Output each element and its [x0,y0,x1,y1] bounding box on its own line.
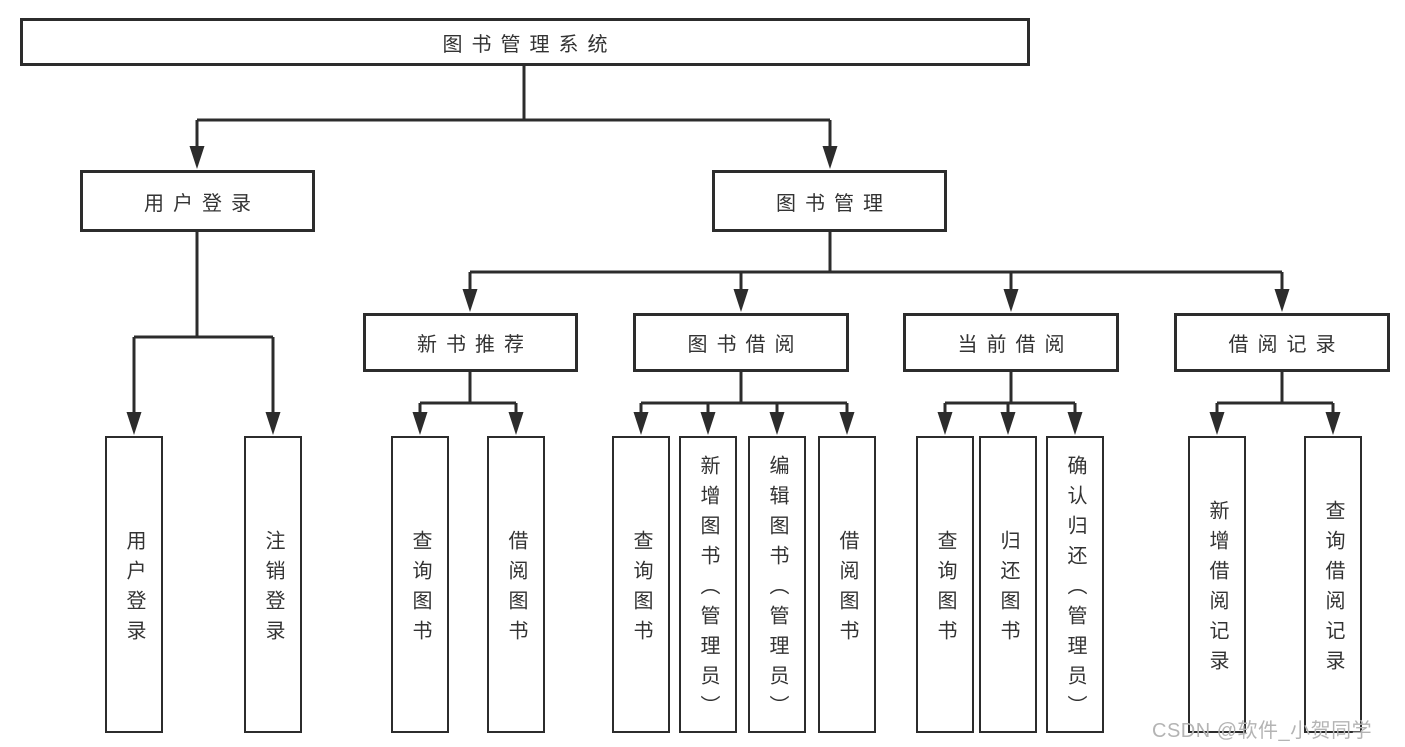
arrow-down-icon [822,146,838,169]
arrow-down-icon [700,412,716,435]
borrow-records-branch-connector [1215,372,1335,414]
node-label: 图书借阅 [687,334,804,356]
node-label: 图书管理 [776,192,892,215]
leaf-edit-books-admin: 编辑图书（管理员） [748,436,806,733]
leaf-label: 借阅图书 [505,529,527,650]
arrow-down-icon [733,289,749,312]
arrowheads [126,146,1341,435]
arrow-down-icon [189,146,205,169]
leaf-label: 查询图书 [934,529,956,650]
arrow-down-icon [633,412,649,435]
node-borrow-records: 借阅记录 [1174,313,1390,372]
leaf-label: 查询图书 [409,529,431,650]
leaf-label: 注销登录 [262,529,284,650]
leaf-label: 新增图书（管理员） [697,454,719,725]
leaf-label: 归还图书 [997,529,1019,650]
node-label: 借阅记录 [1228,334,1345,356]
node-book-management: 图书管理 [712,170,947,232]
leaf-confirm-return-admin: 确认归还（管理员） [1046,436,1104,733]
leaf-logout-login: 注销登录 [244,436,302,733]
node-library-management-system: 图书管理系统 [20,18,1030,66]
leaf-query-books-current: 查询图书 [916,436,974,733]
arrow-down-icon [1067,412,1083,435]
node-label: 新书推荐 [417,334,533,356]
arrow-down-icon [1003,289,1019,312]
leaf-label: 查询图书 [630,529,652,650]
new-book-recommend-branch-connector [418,372,518,414]
leaf-query-books-recommend: 查询图书 [391,436,449,733]
book-management-to-level3-connector [468,232,1284,291]
leaf-query-borrow-record: 查询借阅记录 [1304,436,1362,733]
leaf-query-books-borrow: 查询图书 [612,436,670,733]
connector-lines [132,66,1335,414]
arrow-down-icon [1274,289,1290,312]
leaf-label: 查询借阅记录 [1322,499,1344,680]
arrow-down-icon [1209,412,1225,435]
node-label: 用户登录 [144,192,260,215]
current-borrow-branch-connector [943,372,1077,414]
arrow-down-icon [126,412,142,435]
leaf-add-books-admin: 新增图书（管理员） [679,436,737,733]
node-book-borrow: 图书借阅 [633,313,849,372]
book-borrow-branch-connector [639,372,849,414]
leaf-label: 编辑图书（管理员） [766,454,788,725]
arrow-down-icon [1325,412,1341,435]
arrow-down-icon [769,412,785,435]
leaf-add-borrow-record: 新增借阅记录 [1188,436,1246,733]
node-label: 当前借阅 [957,334,1074,356]
node-user-login: 用户登录 [80,170,315,232]
leaf-label: 用户登录 [123,529,145,650]
leaf-borrow-books-recommend: 借阅图书 [487,436,545,733]
arrow-down-icon [265,412,281,435]
node-current-borrow: 当前借阅 [903,313,1119,372]
leaf-user-login: 用户登录 [105,436,163,733]
watermark-text: CSDN @软件_小贺同学 [1152,720,1373,742]
leaf-borrow-books: 借阅图书 [818,436,876,733]
arrow-down-icon [508,412,524,435]
node-label: 图书管理系统 [442,33,617,56]
leaf-label: 新增借阅记录 [1206,499,1228,680]
arrow-down-icon [839,412,855,435]
root-to-level2-connector [195,66,832,148]
arrow-down-icon [937,412,953,435]
arrow-down-icon [1000,412,1016,435]
leaf-label: 借阅图书 [836,529,858,650]
leaf-return-books: 归还图书 [979,436,1037,733]
arrow-down-icon [462,289,478,312]
node-new-book-recommend: 新书推荐 [363,313,578,372]
user-login-branch-connector [132,232,275,414]
leaf-label: 确认归还（管理员） [1064,454,1086,725]
arrow-down-icon [412,412,428,435]
